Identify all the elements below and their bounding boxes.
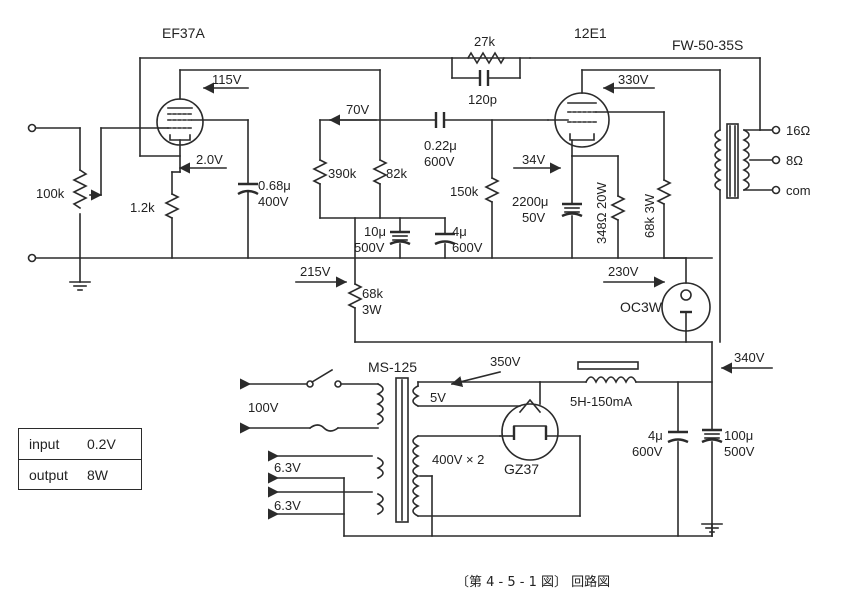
v1-cathode-network	[164, 119, 259, 259]
label-c-dec1-v: 500V	[354, 240, 385, 255]
input-section	[27, 123, 713, 291]
label-oc3w: OC3W	[620, 299, 663, 315]
io-input-value: 0.2V	[87, 436, 116, 452]
label-tap-16: 16Ω	[786, 123, 810, 138]
label-node-350: 350V	[490, 354, 521, 369]
choke-coil	[584, 376, 638, 384]
label-v2-cathode-volt: 34V	[522, 152, 545, 167]
label-c-dec1: 10μ	[364, 224, 386, 239]
label-r-fb: 27k	[474, 34, 495, 49]
io-input-label: input	[29, 436, 60, 452]
label-r-screen2: 68k 3W	[642, 193, 657, 238]
terminal-8ohm[interactable]	[771, 155, 781, 165]
terminal-16ohm[interactable]	[771, 125, 781, 135]
label-v2: 12E1	[574, 25, 607, 41]
label-tap-com: com	[786, 183, 811, 198]
coupling-network	[434, 112, 549, 259]
label-v1-plate-volt: 115V	[212, 72, 242, 87]
label-r-drop-w: 3W	[362, 302, 382, 317]
label-c-coupling-v: 600V	[424, 154, 455, 169]
label-output-transformer: FW-50-35S	[672, 37, 743, 53]
label-c-dec2-v: 600V	[452, 240, 483, 255]
label-choke: 5H-150mA	[570, 394, 632, 409]
v2-cathode-network	[561, 111, 687, 259]
decoupling-caps	[347, 217, 713, 343]
input-terminal-hot[interactable]	[27, 123, 37, 133]
label-node-340: 340V	[734, 350, 765, 365]
io-output-row: output 8W	[19, 459, 141, 489]
label-c-cathode1-v: 400V	[258, 194, 289, 209]
label-r-drop: 68k	[362, 286, 383, 301]
label-heater-winding: 5V	[430, 390, 446, 405]
label-tap-8: 8Ω	[786, 153, 803, 168]
tube-gz37	[499, 381, 581, 461]
fuse	[308, 424, 340, 432]
label-c-filt2: 100μ	[724, 428, 753, 443]
label-r-plate1: 390k	[328, 166, 357, 181]
label-node-230: 230V	[608, 264, 639, 279]
feedback-network	[451, 51, 531, 86]
volume-pot	[72, 168, 88, 210]
label-v1-cathode-volt: 2.0V	[196, 152, 223, 167]
label-r-screen1: 82k	[386, 166, 407, 181]
label-c-fb: 120p	[468, 92, 497, 107]
label-r-cathode2: 348Ω 20W	[594, 182, 609, 244]
label-v2-plate-volt: 330V	[618, 72, 649, 87]
terminal-com[interactable]	[771, 185, 781, 195]
label-r-grid2: 150k	[450, 184, 479, 199]
tube-v2	[547, 69, 721, 157]
label-c-filt1-v: 600V	[632, 444, 663, 459]
label-heater-b: 6.3V	[274, 498, 301, 513]
label-c-cathode2: 2200μ	[512, 194, 548, 209]
io-output-label: output	[29, 467, 68, 483]
label-gz37: GZ37	[504, 461, 539, 477]
io-input-row: input 0.2V	[19, 429, 141, 459]
power-supply	[239, 341, 723, 537]
label-ht-winding: 400V × 2	[432, 452, 484, 467]
label-r-cathode1: 1.2k	[130, 200, 155, 215]
v1-plate-network	[139, 57, 453, 219]
label-c-filt1: 4μ	[648, 428, 663, 443]
label-c-dec2: 4μ	[452, 224, 467, 239]
label-c-filt2-v: 500V	[724, 444, 755, 459]
label-c-cathode1: 0.68μ	[258, 178, 291, 193]
label-vol-pot: 100k	[36, 186, 65, 201]
label-c-coupling: 0.22μ	[424, 138, 457, 153]
input-terminal-gnd[interactable]	[27, 253, 37, 263]
io-output-value: 8W	[87, 467, 108, 483]
label-v1: EF37A	[162, 25, 205, 41]
voltage-markers	[178, 82, 773, 387]
output-transformer	[529, 57, 781, 343]
label-c-cathode2-v: 50V	[522, 210, 545, 225]
label-power-transformer: MS-125	[368, 359, 417, 375]
power-switch[interactable]	[310, 368, 334, 384]
io-spec-box: input 0.2V output 8W	[18, 428, 142, 490]
figure-caption: 〔第 4 - 5 - 1 図〕 回路図	[456, 574, 610, 590]
label-heater-a: 6.3V	[274, 460, 301, 475]
label-node-215: 215V	[300, 264, 331, 279]
labels: EF37A 12E1 FW-50-35S OC3W GZ37 MS-125 16…	[36, 25, 811, 590]
tube-oc3w	[661, 257, 711, 343]
label-mains: 100V	[248, 400, 279, 415]
label-node-70: 70V	[346, 102, 369, 117]
